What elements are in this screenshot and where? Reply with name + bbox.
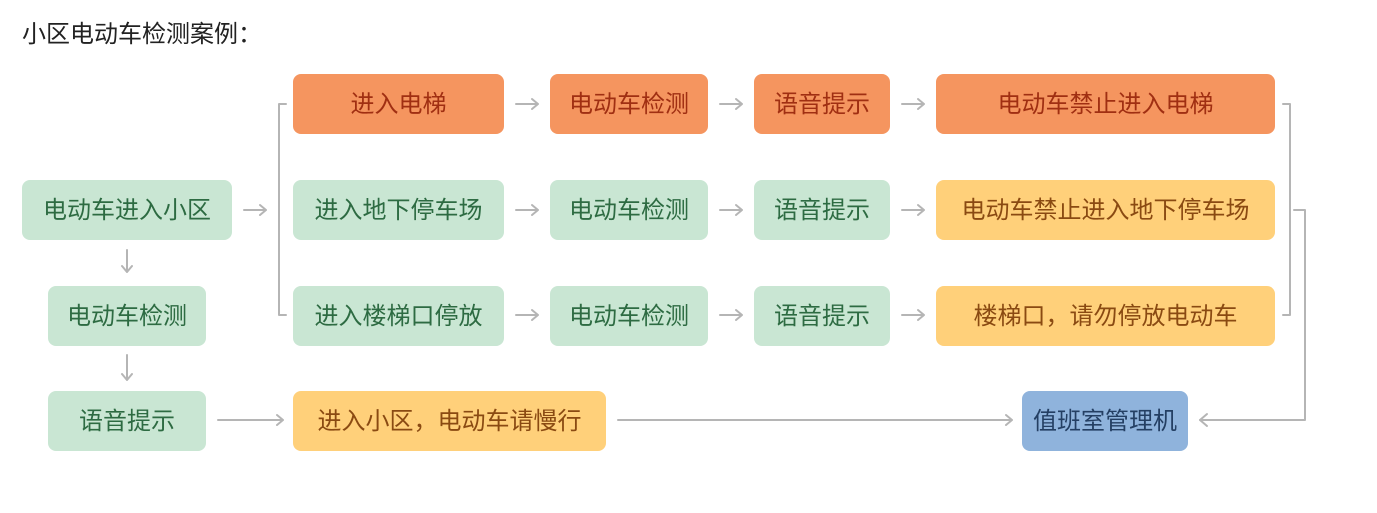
arrow-voice-to-slow [217, 414, 284, 426]
node-r2-result: 电动车禁止进入地下停车场 [936, 180, 1275, 240]
arrow-r1-a [515, 98, 539, 110]
page-title: 小区电动车检测案例： [22, 20, 262, 48]
node-r1-voice: 语音提示 [754, 74, 890, 134]
node-duty-room: 值班室管理机 [1022, 391, 1188, 451]
node-r3-detect: 电动车检测 [550, 286, 708, 346]
bracket-to-duty-arrowhead [1199, 413, 1208, 427]
arrow-r3-b [719, 309, 743, 321]
arrow-r3-c [901, 309, 925, 321]
node-slow-down: 进入小区，电动车请慢行 [293, 391, 606, 451]
node-r2-voice: 语音提示 [754, 180, 890, 240]
arrow-r1-c [901, 98, 925, 110]
node-r1-result: 电动车禁止进入电梯 [936, 74, 1275, 134]
node-enter-community: 电动车进入小区 [22, 180, 232, 240]
bracket-to-duty-line [1199, 209, 1306, 421]
arrow-r1-b [719, 98, 743, 110]
arrow-r2-a [515, 204, 539, 216]
right-bracket [1282, 103, 1291, 316]
arrow-r3-a [515, 309, 539, 321]
arrow-slow-to-duty [617, 414, 1013, 426]
arrow-enter-to-bracket [243, 204, 267, 216]
arrow-down-1 [121, 249, 133, 273]
node-detect-left: 电动车检测 [48, 286, 206, 346]
left-bracket [278, 103, 287, 316]
node-r1-scenario: 进入电梯 [293, 74, 504, 134]
arrow-r2-c [901, 204, 925, 216]
node-r3-scenario: 进入楼梯口停放 [293, 286, 504, 346]
node-r2-detect: 电动车检测 [550, 180, 708, 240]
arrow-r2-b [719, 204, 743, 216]
node-r3-result: 楼梯口，请勿停放电动车 [936, 286, 1275, 346]
node-r2-scenario: 进入地下停车场 [293, 180, 504, 240]
node-r1-detect: 电动车检测 [550, 74, 708, 134]
node-voice-left: 语音提示 [48, 391, 206, 451]
node-r3-voice: 语音提示 [754, 286, 890, 346]
arrow-down-2 [121, 354, 133, 381]
